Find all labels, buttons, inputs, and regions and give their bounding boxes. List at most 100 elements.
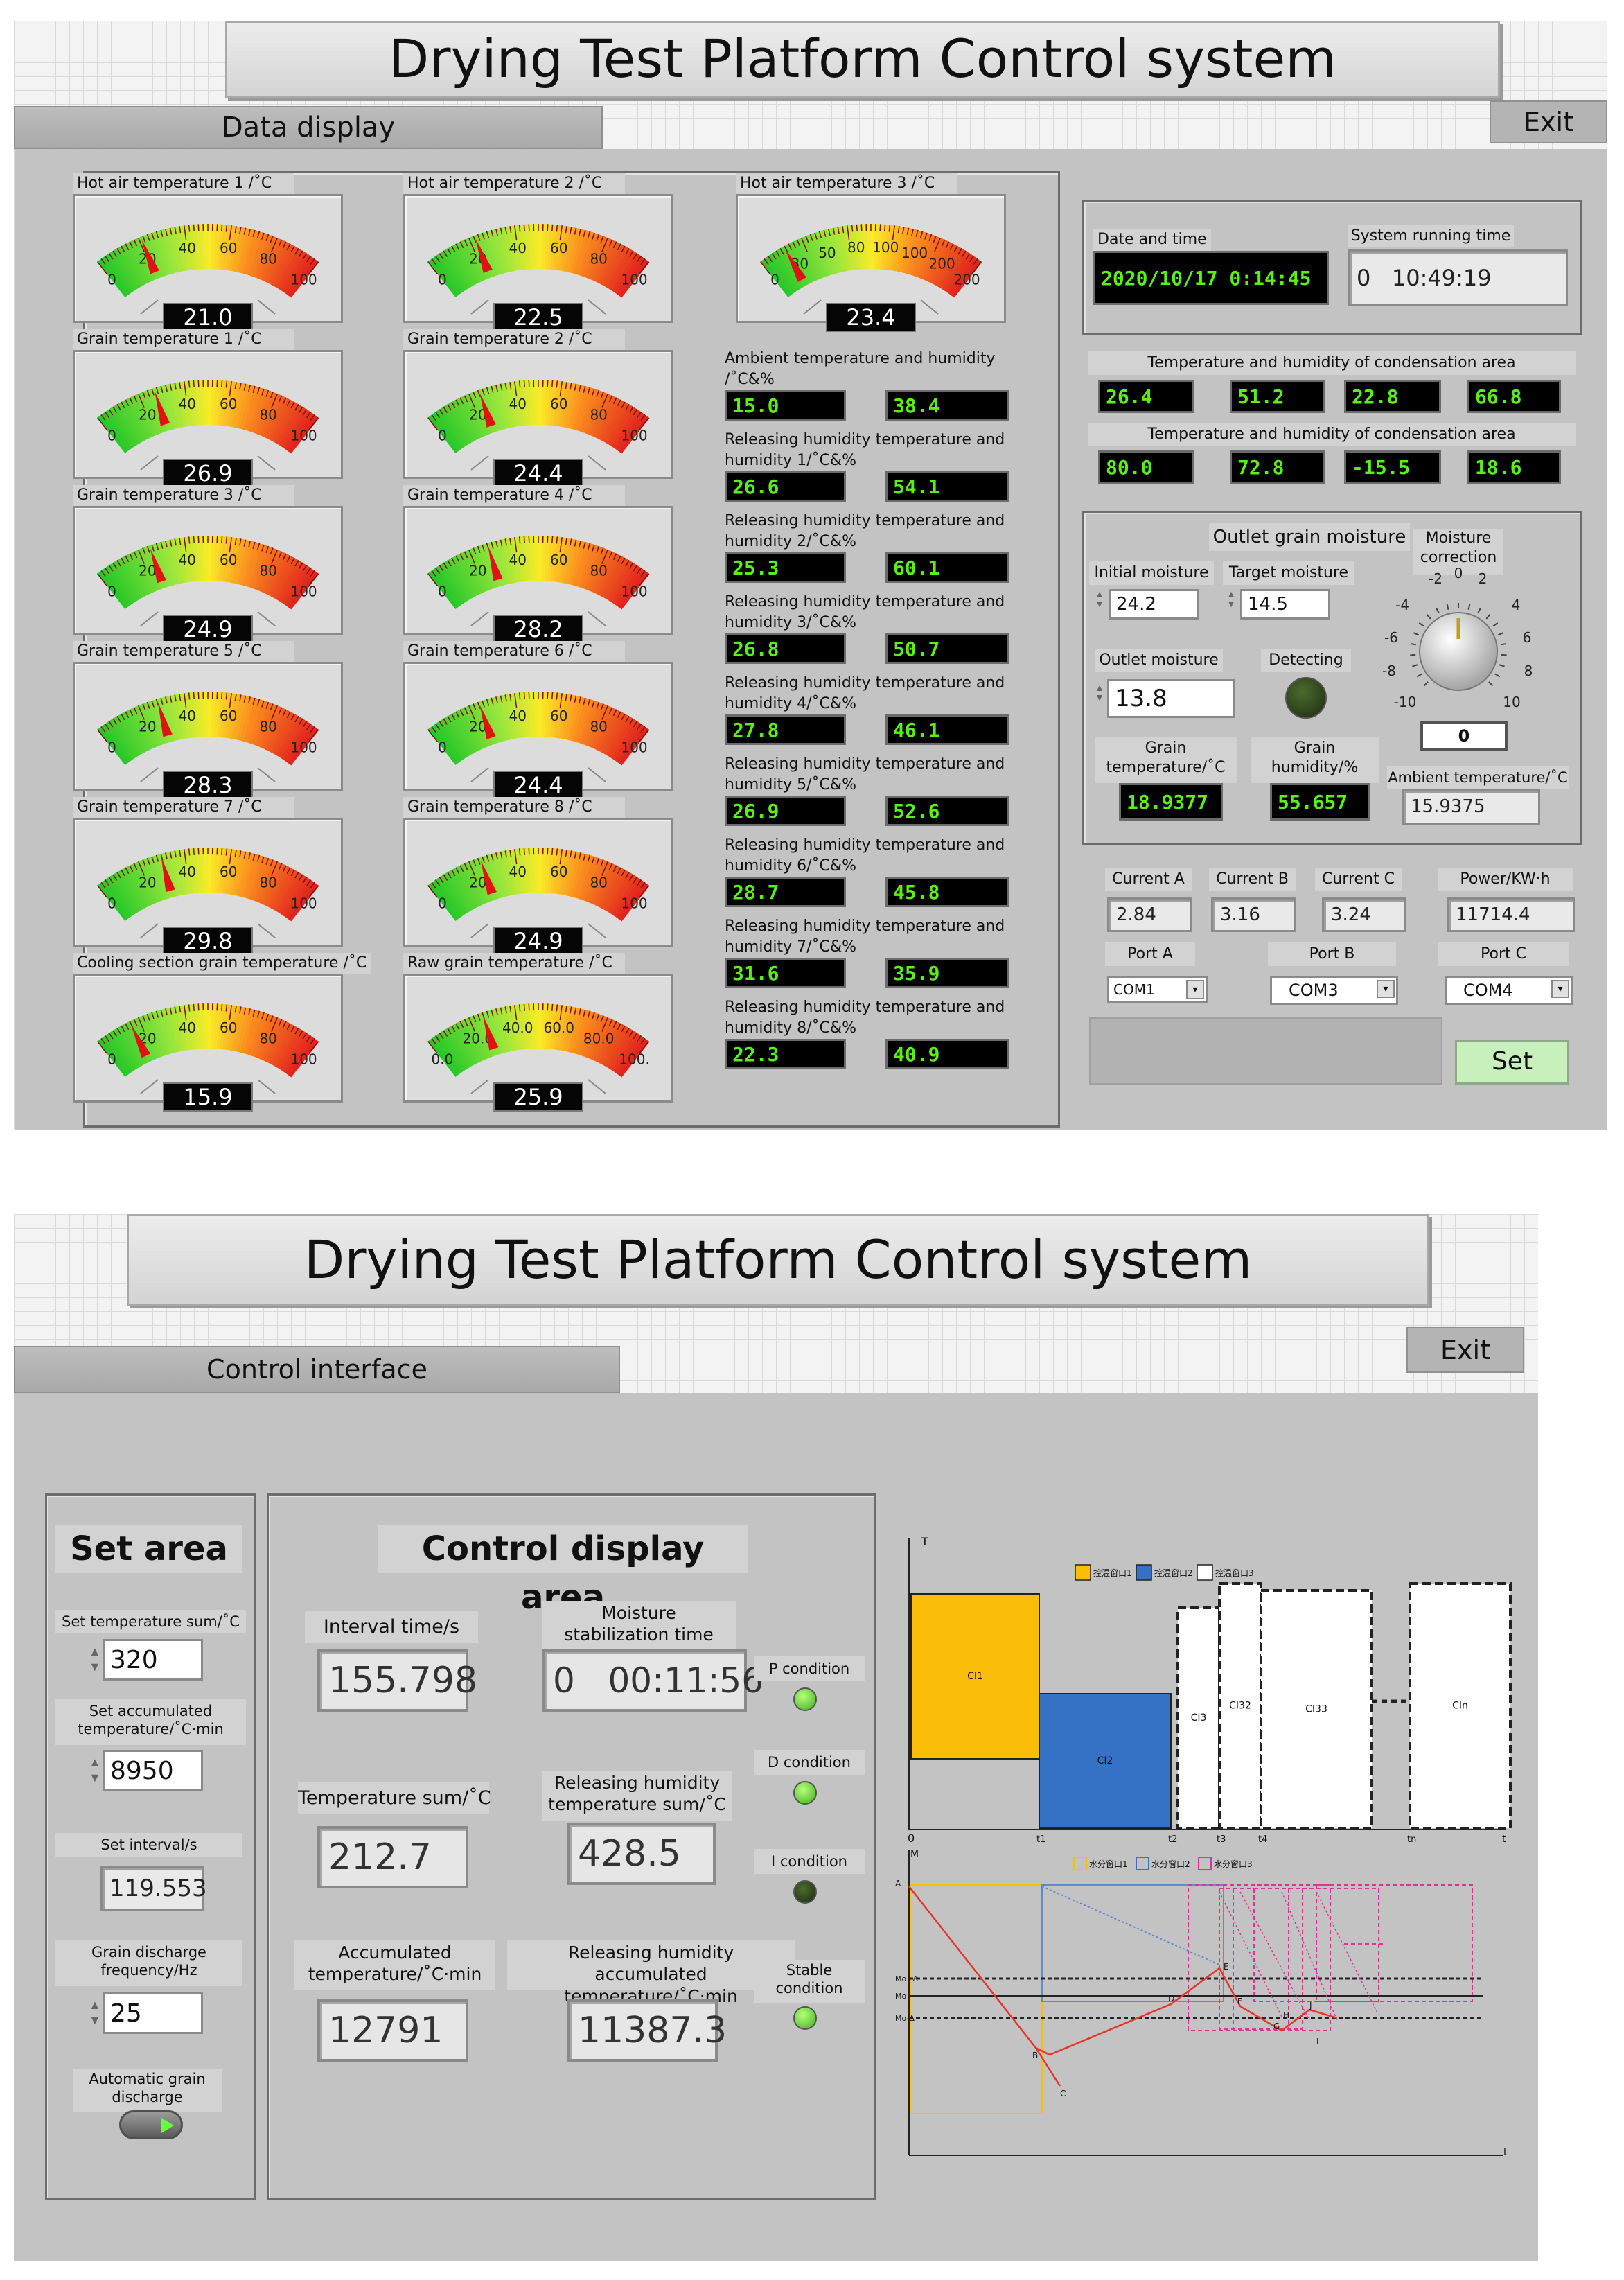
gauge-arc-segment	[606, 872, 634, 913]
gauge-tick	[771, 253, 777, 260]
gauge-tick	[596, 857, 600, 865]
gauge-arc-segment	[909, 231, 927, 276]
target-moisture-spinner[interactable]: ▲▼	[1226, 588, 1236, 609]
gauge-arc-segment	[585, 390, 606, 435]
gauge-arc-segment	[176, 225, 188, 272]
gauge-arc-segment	[465, 1017, 487, 1060]
gauge-arc-segment	[479, 231, 498, 277]
gauge-arc-segment	[110, 249, 138, 291]
gauge-arc-segment	[164, 1007, 179, 1053]
target-moisture-input[interactable]: 14.5	[1240, 589, 1330, 620]
gauge-arc-segment	[270, 868, 297, 910]
outlet-moisture-input[interactable]: 13.8	[1107, 679, 1235, 718]
gauge-arc-segment	[145, 233, 165, 277]
gauge-arc-segment	[204, 380, 209, 426]
gauge-arc-segment	[590, 705, 612, 749]
gauge-arc-segment	[427, 258, 459, 297]
gauge-arc-segment	[168, 850, 182, 896]
gauge-tick	[282, 241, 287, 249]
gauge-arc-segment	[450, 556, 477, 598]
gauge-tick	[621, 401, 626, 409]
gauge-arc-segment	[579, 1012, 598, 1056]
gauge-arc-segment	[267, 398, 293, 441]
gauge-tick	[435, 1035, 440, 1042]
initial-moisture-input[interactable]: 24.2	[1109, 589, 1199, 620]
gauge-tick	[439, 877, 444, 884]
humidity-hum-value: 50.7	[885, 633, 1009, 664]
discharge-freq-input[interactable]: 25	[103, 1992, 203, 2034]
gauge-tick	[637, 724, 642, 730]
gauge-arc-segment	[240, 541, 256, 586]
humidity-label-line2: humidity 7/˚C&%	[725, 938, 856, 956]
bottom-exit-button[interactable]: Exit	[1406, 1327, 1524, 1373]
auto-discharge-toggle[interactable]	[119, 2110, 183, 2139]
gauge-tick-label: 200	[953, 271, 980, 288]
set-accum-spinner[interactable]: ▲▼	[89, 1755, 101, 1784]
condensation-value: 51.2	[1230, 380, 1325, 413]
gauge-arc-segment	[506, 381, 519, 428]
gauge-tick-label: 40	[179, 240, 196, 256]
gauge-tick	[125, 555, 130, 563]
gauge-tick	[286, 243, 291, 251]
discharge-freq-spinner[interactable]: ▲▼	[89, 1998, 101, 2027]
status-bar	[1089, 1017, 1442, 1085]
gauge-arc-segment	[273, 246, 300, 288]
gauge-tick	[600, 703, 604, 711]
gauge-arc-segment	[120, 712, 146, 754]
top-tab-data-display[interactable]: Data display	[14, 106, 603, 149]
gauge-arc-segment	[285, 568, 316, 608]
gauge-tick	[801, 237, 808, 252]
port-b-select[interactable]: COM3▾	[1270, 976, 1398, 1005]
set-temp-sum-input[interactable]: 320	[103, 1639, 203, 1681]
gauge-arc-segment	[251, 389, 271, 434]
moisture-correction-value[interactable]: 0	[1420, 721, 1508, 751]
gauge-tick	[784, 245, 788, 253]
gauge-base-left	[803, 299, 822, 315]
gauge-arc-segment	[103, 410, 133, 450]
current-b-label: Current B	[1209, 868, 1296, 891]
gauge-arc-segment	[234, 227, 249, 272]
gauge-arc-segment	[499, 1006, 513, 1052]
port-a-select[interactable]: COM1▾	[1107, 976, 1208, 1003]
gauge-tick	[625, 716, 630, 723]
set-temp-sum-spinner[interactable]: ▲▼	[89, 1645, 101, 1674]
gauge-tick	[243, 851, 247, 859]
gauge-tick	[252, 1009, 256, 1017]
gauge-tick	[842, 226, 845, 234]
gauge-tick	[495, 696, 498, 704]
gauge-tick	[165, 852, 168, 860]
gauge-arc-segment	[450, 244, 477, 286]
dial-tick	[1446, 604, 1449, 610]
outlet-moisture-label: Outlet moisture	[1095, 649, 1223, 672]
humidity-label-line1: Releasing humidity temperature and	[725, 431, 1005, 448]
gauge-arc-segment	[283, 566, 313, 606]
gauge-arc-segment	[518, 536, 527, 582]
blue-dotted-path	[1041, 1886, 1220, 1965]
port-b-dropdown-icon[interactable]: ▾	[1377, 980, 1395, 998]
port-a-dropdown-icon[interactable]: ▾	[1186, 980, 1204, 999]
gauge-arc-segment	[444, 871, 471, 913]
port-c-dropdown-icon[interactable]: ▾	[1551, 980, 1569, 998]
outlet-moisture-spinner[interactable]: ▲▼	[1095, 682, 1104, 703]
gauge-arc-segment	[928, 240, 953, 283]
top-exit-button[interactable]: Exit	[1490, 100, 1607, 143]
bottom-tab-control-interface[interactable]: Control interface	[14, 1346, 620, 1393]
gauge-tick	[197, 380, 200, 387]
set-accum-input[interactable]: 8950	[103, 1750, 203, 1791]
set-button[interactable]: Set	[1455, 1040, 1569, 1085]
gauge-tick	[256, 543, 261, 550]
gauge-tick	[759, 261, 770, 274]
gauge-arc-segment	[601, 556, 627, 598]
gauge-arc-segment	[192, 848, 200, 893]
initial-moisture-spinner[interactable]: ▲▼	[1095, 588, 1104, 609]
humidity-label-line1: Releasing humidity temperature and	[725, 836, 1005, 854]
port-c-select[interactable]: COM4▾	[1445, 976, 1573, 1005]
gauge-needle	[483, 1015, 499, 1051]
gauge-tick	[239, 227, 242, 234]
gauge-arc-segment	[240, 385, 256, 430]
gauge-arc-segment	[491, 852, 507, 897]
gauge-tick-label: 60	[550, 552, 567, 568]
gauge-tick	[239, 383, 242, 390]
